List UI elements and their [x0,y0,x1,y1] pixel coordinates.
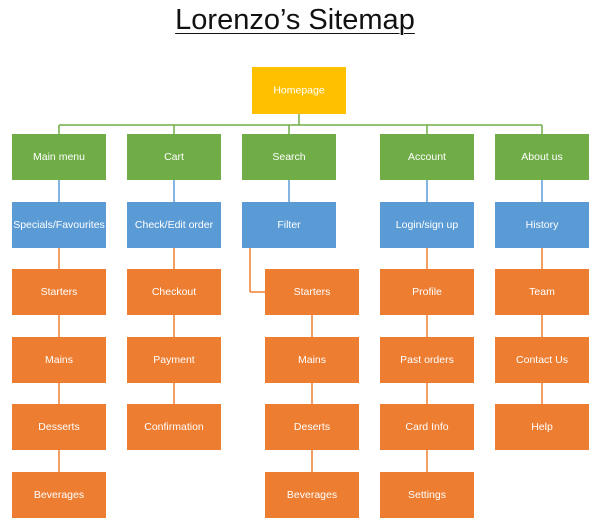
node-account-profile: Profile [380,269,474,315]
node-homepage-label: Homepage [273,85,325,97]
node-filter-box [242,202,336,248]
node-login-sign-up: Login/sign up [380,202,474,248]
node-main-menu-starters: Starters [12,269,106,315]
node-search-mains-box [265,337,359,383]
node-search-mains: Mains [265,337,359,383]
node-account-past-orders-label: Past orders [400,354,454,366]
node-main-menu-desserts-label: Desserts [38,421,79,433]
node-cart: Cart [127,134,221,180]
node-login-sign-up-box [380,202,474,248]
node-main-menu-beverages-box [12,472,106,518]
node-cart-box [127,134,221,180]
node-about-us-contact-us-box [495,337,589,383]
node-specials-favourites-label: Specials/Favourites [13,219,105,231]
node-main-menu-desserts: Desserts [12,404,106,450]
node-cart-label: Cart [164,151,184,163]
node-search-deserts: Deserts [265,404,359,450]
node-main-menu-desserts-box [12,404,106,450]
node-cart-confirmation-box [127,404,221,450]
node-cart-checkout-box [127,269,221,315]
node-account-card-info-box [380,404,474,450]
node-main-menu: Main menu [12,134,106,180]
node-main-menu-beverages: Beverages [12,472,106,518]
node-history-box [495,202,589,248]
node-search-beverages: Beverages [265,472,359,518]
node-main-menu-mains-label: Mains [45,354,73,366]
node-account-profile-label: Profile [412,286,442,298]
node-account-past-orders: Past orders [380,337,474,383]
node-search-label: Search [272,151,305,163]
node-check-edit-order-box [127,202,221,248]
node-about-us-contact-us-label: Contact Us [516,354,568,366]
node-account-box [380,134,474,180]
node-cart-payment: Payment [127,337,221,383]
node-account-past-orders-box [380,337,474,383]
page-title: Lorenzo’s Sitemap [175,4,415,36]
node-search: Search [242,134,336,180]
node-about-us-help-label: Help [531,421,553,433]
node-search-deserts-box [265,404,359,450]
node-cart-checkout: Checkout [127,269,221,315]
node-login-sign-up-label: Login/sign up [396,219,459,231]
node-specials-favourites-box [12,202,106,248]
connectors [58,114,543,472]
node-account-card-info-label: Card Info [405,421,448,433]
node-search-beverages-box [265,472,359,518]
node-cart-checkout-label: Checkout [152,286,196,298]
node-about-us-team-box [495,269,589,315]
node-filter-label: Filter [277,219,301,231]
node-search-starters-box [265,269,359,315]
node-cart-payment-box [127,337,221,383]
node-filter: Filter [242,202,336,248]
node-about-us: About us [495,134,589,180]
node-history: History [495,202,589,248]
node-search-mains-label: Mains [298,354,326,366]
node-about-us-help: Help [495,404,589,450]
node-search-deserts-label: Deserts [294,421,330,433]
node-account-card-info: Card Info [380,404,474,450]
node-main-menu-box [12,134,106,180]
node-search-beverages-label: Beverages [287,489,337,501]
node-cart-confirmation-label: Confirmation [144,421,204,433]
node-search-starters: Starters [265,269,359,315]
node-account-label: Account [408,151,446,163]
node-main-menu-starters-label: Starters [41,286,78,298]
node-cart-payment-label: Payment [153,354,195,366]
node-account-settings-label: Settings [408,489,446,501]
node-account: Account [380,134,474,180]
node-about-us-help-box [495,404,589,450]
node-homepage-box [252,67,346,114]
node-check-edit-order-label: Check/Edit order [135,219,214,231]
node-main-menu-starters-box [12,269,106,315]
node-about-us-team: Team [495,269,589,315]
node-main-menu-mains: Mains [12,337,106,383]
node-cart-confirmation: Confirmation [127,404,221,450]
node-history-label: History [526,219,559,231]
node-specials-favourites: Specials/Favourites [12,202,106,248]
node-main-menu-beverages-label: Beverages [34,489,84,501]
node-search-box [242,134,336,180]
node-account-settings: Settings [380,472,474,518]
node-check-edit-order: Check/Edit order [127,202,221,248]
node-about-us-contact-us: Contact Us [495,337,589,383]
node-about-us-team-label: Team [529,286,555,298]
node-main-menu-mains-box [12,337,106,383]
node-account-settings-box [380,472,474,518]
node-search-starters-label: Starters [294,286,331,298]
node-account-profile-box [380,269,474,315]
node-main-menu-label: Main menu [33,151,85,163]
node-about-us-box [495,134,589,180]
node-about-us-label: About us [521,151,562,163]
node-homepage: Homepage [252,67,346,114]
